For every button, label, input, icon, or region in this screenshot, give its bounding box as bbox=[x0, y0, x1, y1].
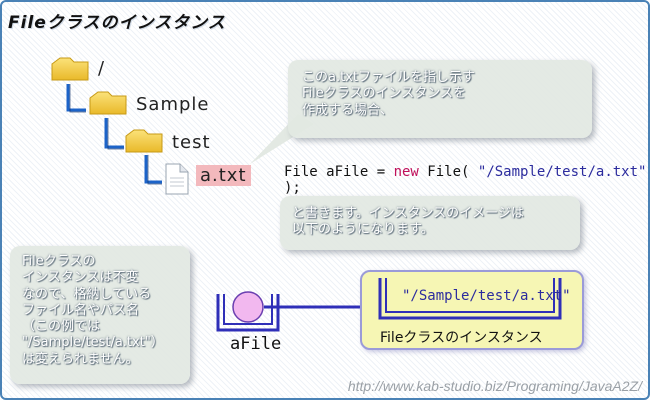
note-top-line: 作成する場合、 bbox=[302, 102, 394, 118]
tree-lines bbox=[66, 84, 162, 184]
note-left-line: ファイル名やパス名 bbox=[22, 302, 140, 318]
variable-label: aFile bbox=[230, 334, 282, 354]
code-keyword: new bbox=[393, 164, 419, 180]
sample-folder-icon bbox=[89, 91, 127, 115]
file-icon bbox=[165, 163, 189, 195]
note-middle-line: と書きます。インスタンスのイメージは bbox=[292, 206, 524, 221]
variable-holder bbox=[216, 291, 280, 332]
code-line: File aFile = new File( "/Sample/test/a.t… bbox=[284, 164, 648, 196]
tree-file-label: a.txt bbox=[196, 165, 251, 186]
page-title: Fileクラスのインスタンス bbox=[8, 13, 226, 33]
note-left: Fileクラスの インスタンスは不変 なので、格納している ファイル名やパス名 … bbox=[10, 246, 190, 384]
source-url: http://www.kab-studio.biz/Programing/Jav… bbox=[347, 378, 642, 394]
tree-root-label: / bbox=[98, 58, 106, 79]
instance-value: "/Sample/test/a.txt" bbox=[402, 288, 571, 304]
instance-label: Fileクラスのインスタンス bbox=[380, 330, 543, 346]
tree-test-label: test bbox=[172, 132, 211, 153]
note-left-line: なので、格納している bbox=[22, 286, 152, 302]
code-part: File( bbox=[418, 164, 478, 180]
note-left-line: インスタンスは不変 bbox=[22, 270, 139, 286]
note-middle: と書きます。インスタンスのイメージは 以下のようになります。 bbox=[280, 196, 580, 250]
code-part: ); bbox=[284, 180, 301, 196]
note-top: このa.txtファイルを指し示す Fileクラスのインスタンスを 作成する場合、 bbox=[288, 60, 592, 138]
code-part: File aFile = bbox=[284, 164, 394, 180]
note-top-line: このa.txtファイルを指し示す bbox=[302, 70, 475, 85]
note-middle-line: 以下のようになります。 bbox=[292, 222, 434, 238]
code-string: "/Sample/test/a.txt" bbox=[477, 164, 647, 180]
note-top-line: Fileクラスのインスタンスを bbox=[302, 86, 466, 102]
test-folder-icon bbox=[125, 129, 163, 153]
tree-sample-label: Sample bbox=[136, 94, 210, 115]
reference-circle-icon bbox=[232, 291, 264, 323]
root-folder-icon bbox=[51, 57, 89, 81]
note-left-line: （この例では bbox=[22, 319, 101, 334]
note-left-line: Fileクラスの bbox=[22, 254, 96, 269]
note-left-line: "/Sample/test/a.txt"） bbox=[22, 335, 164, 351]
note-left-line: は変えられません。 bbox=[22, 351, 139, 367]
